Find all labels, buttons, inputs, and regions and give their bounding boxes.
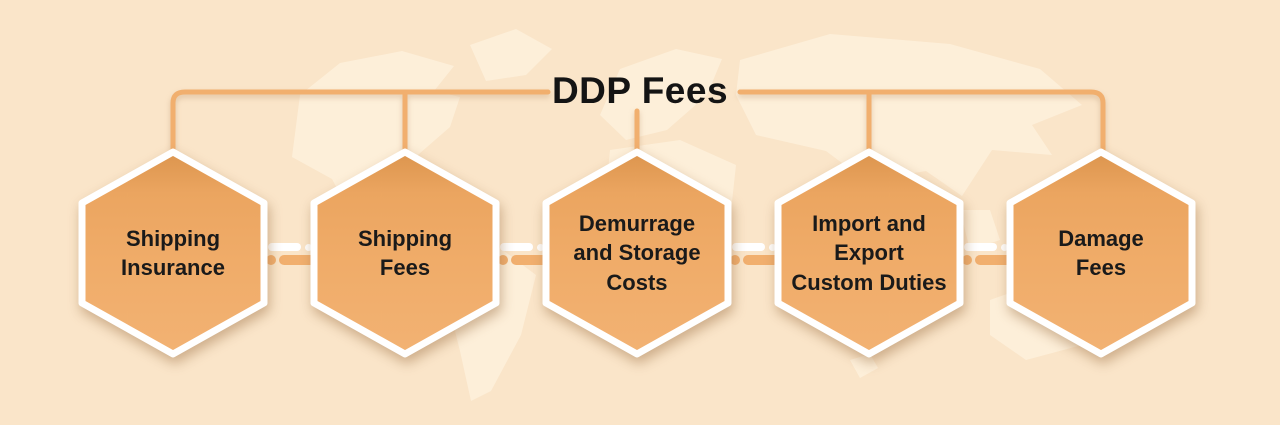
hexagon-shape [542,148,732,358]
hexagon-shipping-insurance: Shipping Insurance [78,148,268,358]
link-white-dot [769,243,776,251]
hexagon-shipping-fees: Shipping Fees [310,148,500,358]
link-orange-dot [730,255,740,265]
link-hex3-hex4 [730,243,786,265]
link-orange-dash [975,255,1017,265]
hexagon-label: Shipping Insurance [121,225,225,280]
link-orange-dot [962,255,972,265]
hexagon-label: Shipping Fees [357,225,453,280]
link-orange-dash [511,255,553,265]
link-hex2-hex3 [498,243,554,265]
hexagon-shape [774,148,964,358]
link-white-dash [500,243,533,251]
hexagon-import-export-custom-duties: Import and Export Custom Duties [774,148,964,358]
hexagon-label: Damage Fees [1058,225,1144,280]
hexagon-label: Demurrage and Storage Costs [573,211,701,295]
link-white-dot [305,243,312,251]
link-hex4-hex5 [962,243,1018,265]
hexagon-shape [1006,148,1196,358]
hexagon-demurrage-storage-costs: Demurrage and Storage Costs [542,148,732,358]
link-orange-dot [266,255,276,265]
rail-left-branch [170,89,551,163]
link-white-dash [268,243,301,251]
link-white-dash [964,243,997,251]
link-orange-dash [743,255,785,265]
hexagon-damage-fees: Damage Fees [1006,148,1196,358]
hexagon-shape [310,148,500,358]
link-orange-dot [498,255,508,265]
hexagon-shape [78,148,268,358]
link-white-dash [732,243,765,251]
link-orange-dash [279,255,321,265]
rail-right-branch [737,89,1106,163]
link-white-dot [1001,243,1008,251]
hexagon-label: Import and Export Custom Duties [791,211,947,295]
link-hex1-hex2 [266,243,322,265]
page-title: DDP Fees [551,70,729,111]
link-white-dot [537,243,544,251]
